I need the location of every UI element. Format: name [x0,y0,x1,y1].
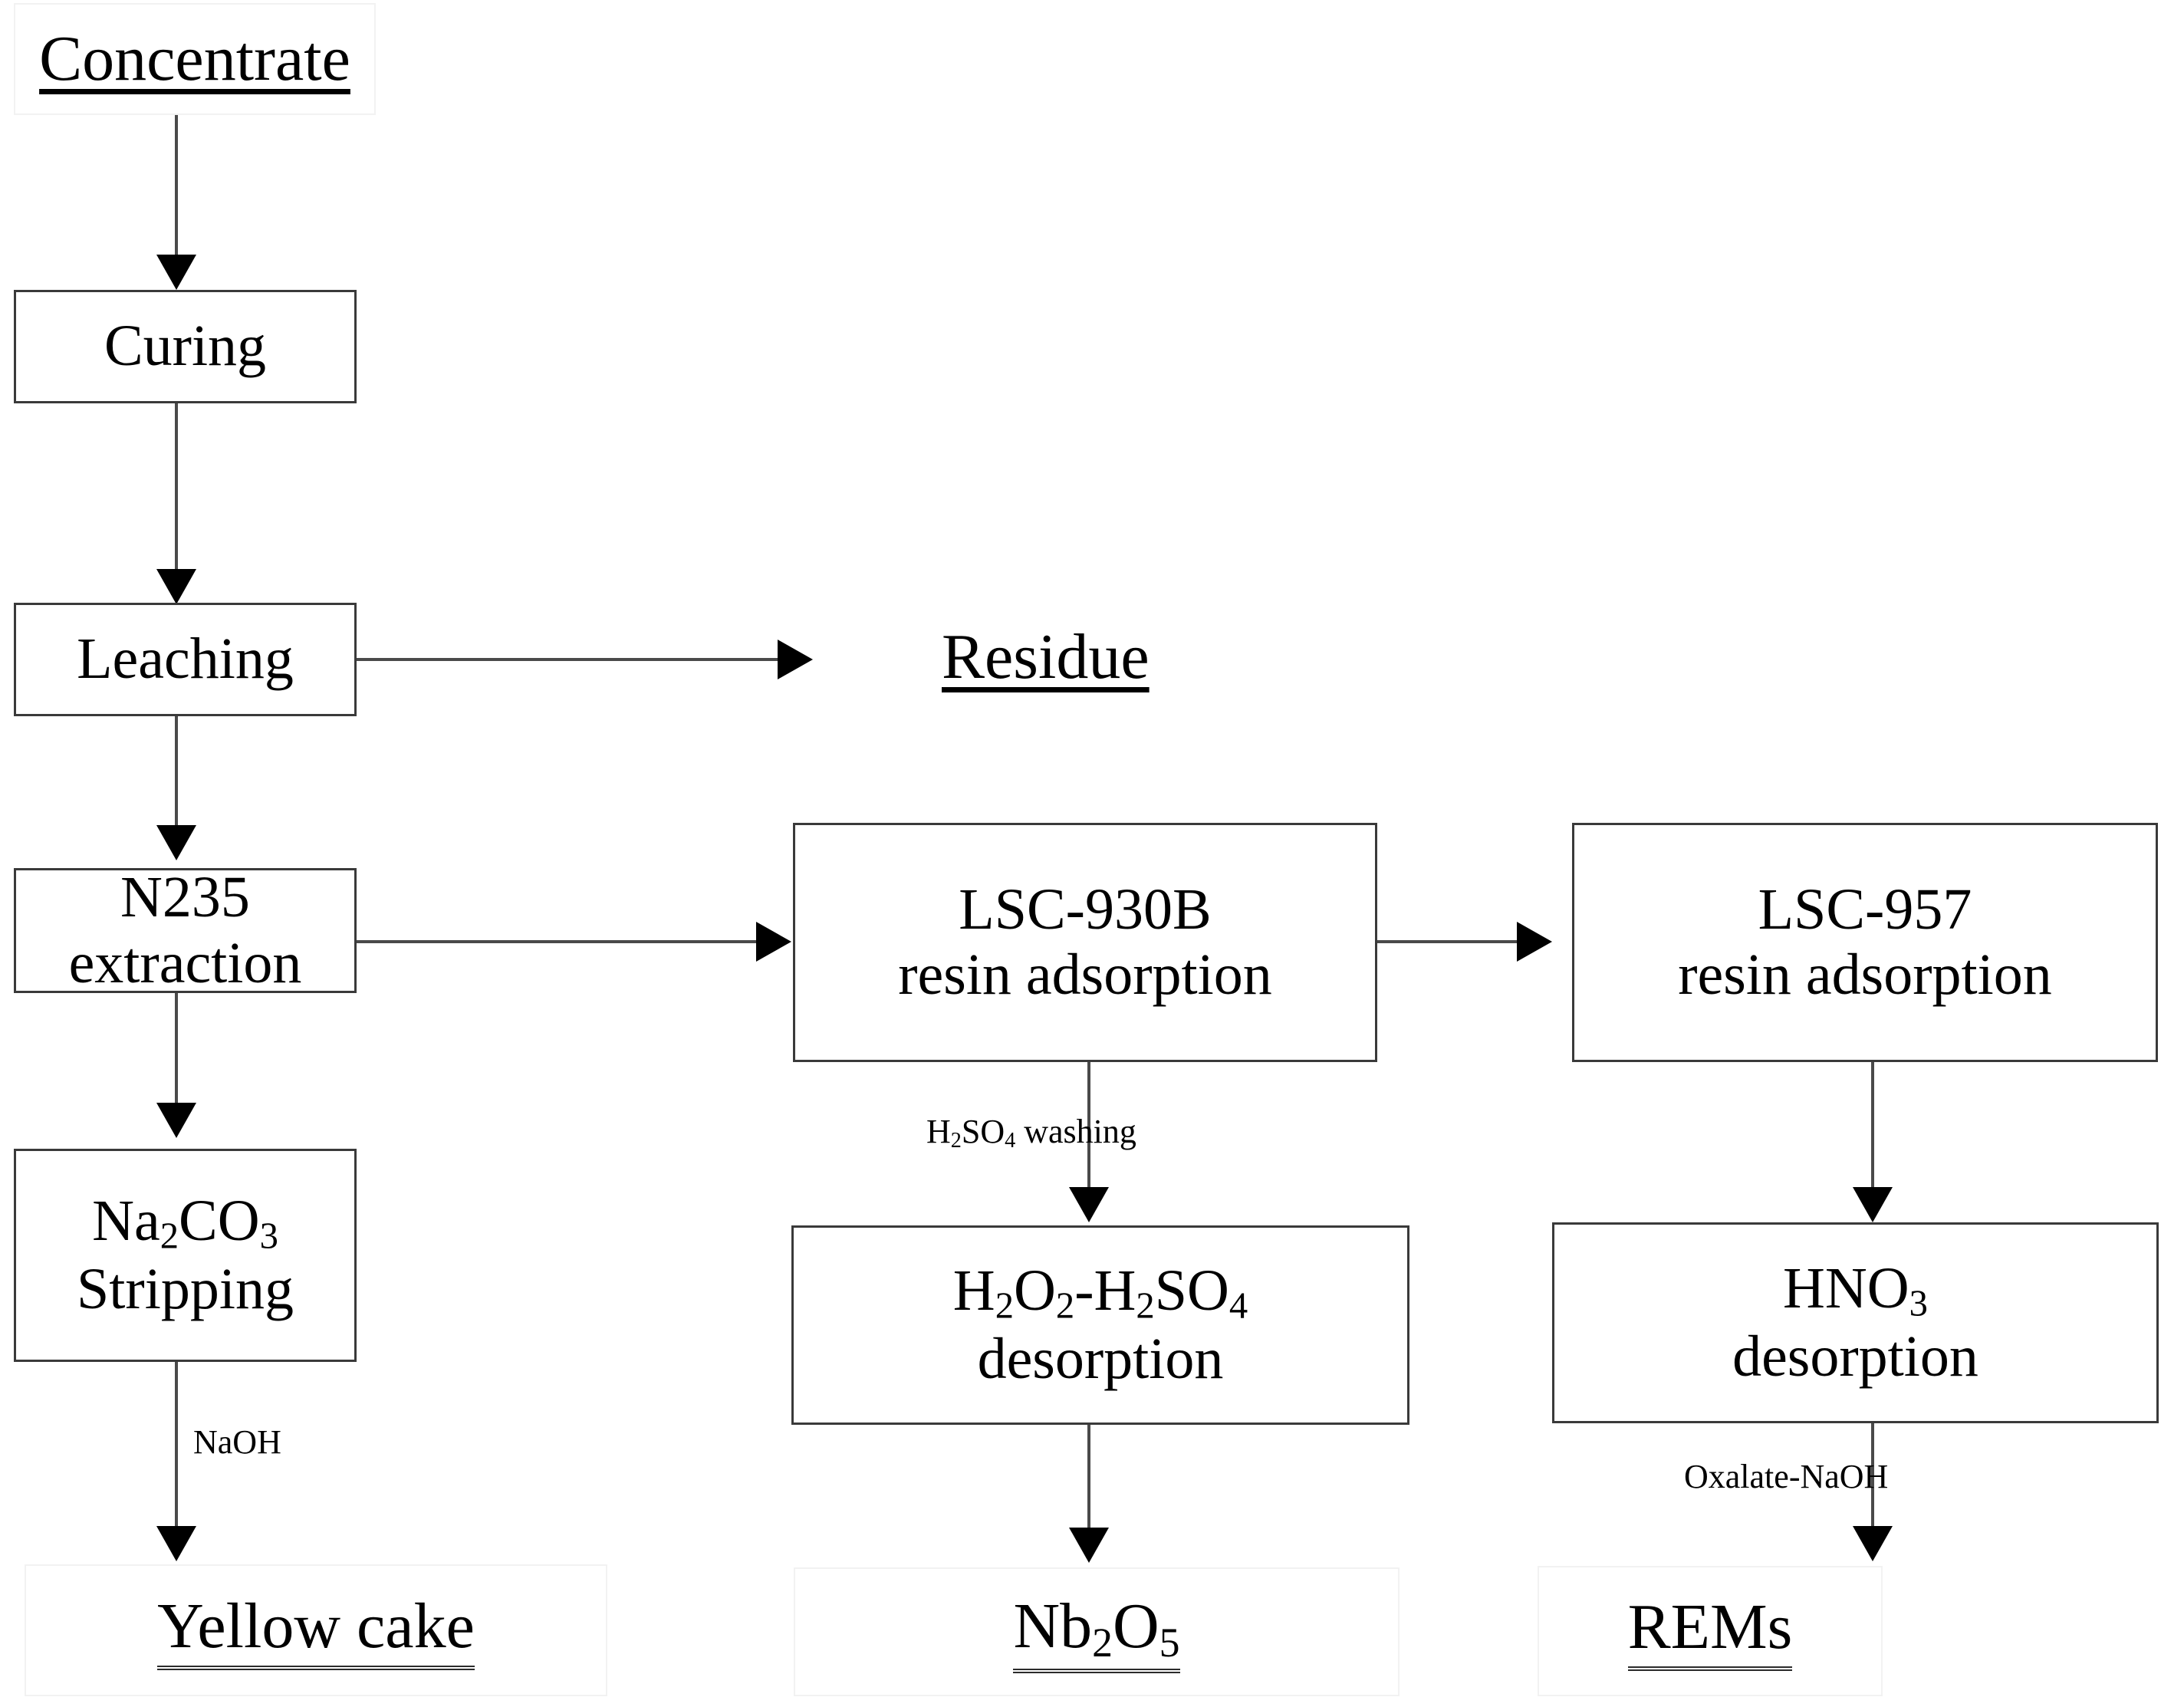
edge-h2o2-nb2o5-arrowhead [1069,1528,1109,1563]
node-curing: Curing [14,290,357,403]
edge-h2o2-nb2o5-line [1087,1425,1090,1538]
edge-curing-leaching-line [175,403,178,594]
node-na2co3-stripping: Na2CO3 Stripping [14,1149,357,1362]
edge-leaching-residue-arrowhead [778,640,813,679]
edge-lsc930b-lsc957-line [1377,940,1544,943]
edge-na2co3-yellowcake-line [175,1362,178,1531]
edge-n235-na2co3-line [175,993,178,1110]
node-concentrate-label: Concentrate [39,22,350,94]
node-n235-extraction: N235 extraction [14,865,357,995]
node-lsc930b-line2: resin adsorption [898,942,1272,1007]
edge-leaching-n235-line [175,716,178,835]
node-nb2o5: Nb2O5 [794,1567,1400,1696]
edge-concentrate-curing-line [175,115,178,265]
node-rems: REMs [1538,1566,1883,1696]
edge-lsc930b-h2o2-line [1087,1062,1090,1219]
node-concentrate: Concentrate [14,3,376,115]
node-residue: Residue [942,600,1264,715]
edge-n235-lsc930b-arrowhead [756,922,791,962]
edge-label-naoh: NaOH [193,1423,281,1461]
node-curing-label: Curing [104,314,267,379]
edge-curing-leaching-arrowhead [156,569,196,604]
node-yellow-cake-label: Yellow cake [157,1590,475,1671]
edge-lsc930b-h2o2-arrowhead [1069,1187,1109,1222]
node-leaching: Leaching [14,603,357,716]
node-lsc957-line2: resin adsorption [1678,942,2052,1007]
node-residue-label: Residue [942,620,1150,692]
node-hno3-line2: desorption [1732,1324,1978,1390]
edge-lsc957-hno3-arrowhead [1853,1187,1893,1222]
edge-label-h2so4-washing: H2SO4 washing [926,1113,1136,1153]
edge-n235-na2co3-arrowhead [156,1103,196,1138]
node-hno3-line1: HNO3 [1783,1255,1928,1324]
edge-hno3-rems-line [1871,1423,1874,1531]
node-lsc957-resin-adsorption: LSC-957 resin adsorption [1572,823,2158,1062]
edge-label-oxalate-naoh: Oxalate-NaOH [1684,1458,1889,1495]
node-nb2o5-label: Nb2O5 [1013,1590,1180,1673]
edge-concentrate-curing-arrowhead [156,255,196,290]
edge-lsc930b-lsc957-arrowhead [1517,922,1552,962]
node-h2o2-line2: desorption [977,1327,1224,1392]
node-yellow-cake: Yellow cake [25,1564,607,1696]
node-na2co3-stripping-line2: Stripping [77,1257,294,1322]
edge-leaching-n235-arrowhead [156,825,196,860]
edge-leaching-residue-line [357,658,782,661]
node-rems-label: REMs [1627,1591,1793,1672]
node-na2co3-stripping-line1: Na2CO3 [92,1188,278,1257]
edge-na2co3-yellowcake-arrowhead [156,1526,196,1561]
node-h2o2-line1: H2O2-H2SO4 [952,1258,1248,1327]
edge-n235-lsc930b-line [357,940,759,943]
edge-hno3-rems-arrowhead [1853,1526,1893,1561]
edge-lsc957-hno3-line [1871,1062,1874,1189]
node-lsc930b-line1: LSC-930B [959,877,1212,942]
node-hno3-desorption: HNO3 desorption [1552,1222,2159,1423]
node-h2o2-h2so4-desorption: H2O2-H2SO4 desorption [791,1225,1409,1425]
node-n235-extraction-label: N235 extraction [68,865,302,995]
node-lsc930b-resin-adsorption: LSC-930B resin adsorption [793,823,1377,1062]
node-leaching-label: Leaching [77,627,294,692]
node-lsc957-line1: LSC-957 [1758,877,1972,942]
